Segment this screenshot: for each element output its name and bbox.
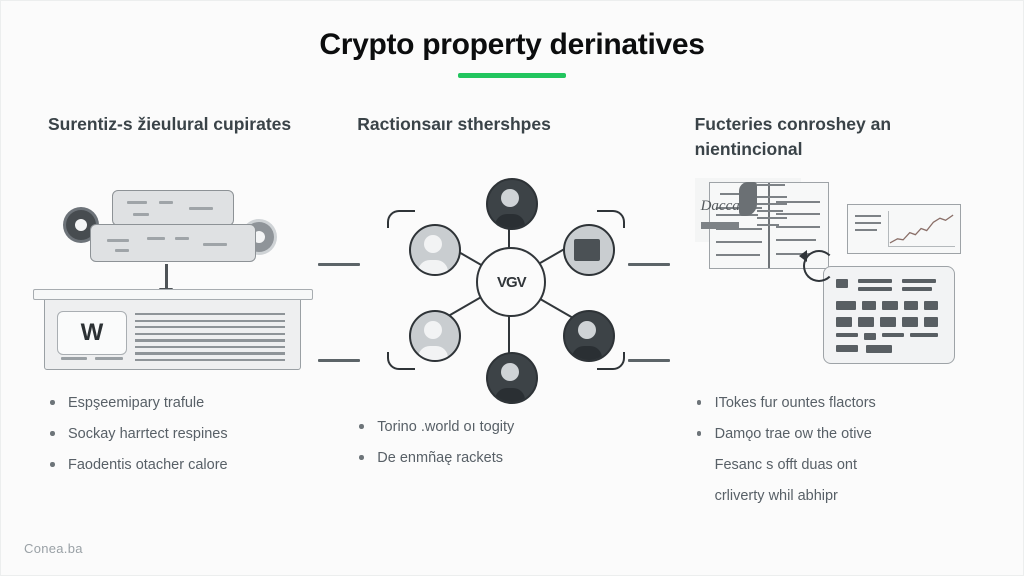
list-item: Torino .world oı togity — [357, 416, 654, 438]
card-lid — [33, 289, 313, 300]
network-node-avatar — [486, 178, 539, 230]
stacked-block — [112, 190, 234, 226]
column-1-illustration: W — [33, 184, 313, 392]
dashboard-panel — [822, 266, 955, 364]
squiggle-arrow-icon — [597, 352, 626, 370]
list-item: Espşeemipary trafule — [48, 392, 297, 414]
line-chart-icon — [889, 214, 954, 244]
column-3-bullet-list: ITokes fur ountes flactors Damǫo trae ow… — [695, 392, 1000, 507]
network-node-avatar — [409, 224, 462, 276]
network-node-avatar — [409, 310, 462, 362]
poster-signature: Dacca — [700, 198, 740, 214]
column-1: Surentiz-s žieulural cupirates — [0, 112, 341, 532]
squiggle-arrow-icon — [387, 352, 416, 370]
network-hub: VGV — [476, 247, 547, 317]
column-3: Fucteries conroshey an nientincional — [683, 112, 1024, 532]
network-node-avatar — [486, 352, 539, 404]
document-text-lines — [135, 313, 285, 366]
column-2-illustration: VGV — [357, 178, 654, 404]
stacked-block — [90, 224, 256, 262]
chart-panel — [846, 204, 961, 254]
column-1-heading: Surentiz-s žieulural cupirates — [48, 114, 292, 134]
title-block: Crypto property derinatives — [0, 28, 1024, 78]
connector-col1-col2-bottom — [318, 359, 360, 362]
squiggle-arrow-icon — [387, 210, 416, 228]
list-item: De enmñaę rackets — [357, 447, 654, 469]
page-title: Crypto property derinatives — [319, 28, 705, 61]
connector-col2-col3-top — [628, 263, 670, 266]
column-2-heading: Ractionsaır sthershpes — [357, 114, 551, 134]
poster-graphic — [738, 182, 757, 216]
list-item: Faodentis otacher calore — [48, 454, 297, 476]
list-item: Damǫo trae ow the otive — [695, 423, 1000, 445]
list-item-continuation: crliverty whil abhipr — [714, 488, 838, 505]
network-node-avatar — [563, 310, 616, 362]
squiggle-arrow-icon — [597, 210, 626, 228]
refresh-loop-icon — [798, 250, 835, 282]
down-arrow-icon — [160, 264, 172, 299]
column-2-bullet-list: Torino .world oı togity De enmñaę racket… — [357, 416, 654, 469]
column-3-illustration: Dacca — [694, 178, 1000, 392]
network-node-building — [563, 224, 616, 276]
columns-container: Surentiz-s žieulural cupirates — [0, 112, 1024, 532]
blocks-group — [48, 184, 298, 299]
list-item: ITokes fur ountes flactors — [695, 392, 1000, 414]
badge-caption-line — [61, 357, 87, 360]
footer-label: Conea.ba — [24, 541, 83, 556]
badge-caption-line — [95, 357, 123, 360]
w-badge: W — [57, 311, 127, 355]
document-card: W — [33, 289, 313, 370]
documents-group: Dacca — [694, 178, 995, 393]
list-item-continuation: Fesanc s offt duas ont — [714, 457, 857, 474]
column-1-bullet-list: Espşeemipary trafule Sockay harrtect res… — [48, 392, 297, 476]
connector-col1-col2-top — [318, 263, 360, 266]
connector-col2-col3-bottom — [628, 359, 670, 362]
column-2: Ractionsaır sthershpes — [341, 112, 682, 532]
line-chart-area — [887, 211, 955, 247]
network-diagram: VGV — [365, 176, 655, 404]
list-item: Sockay harrtect respines — [48, 423, 297, 445]
column-3-heading: Fucteries conroshey an nientincional — [694, 114, 892, 159]
title-accent-underline — [458, 73, 566, 78]
